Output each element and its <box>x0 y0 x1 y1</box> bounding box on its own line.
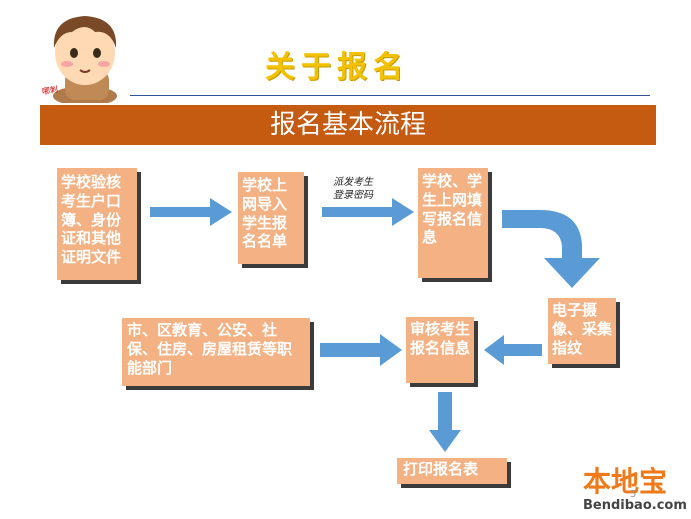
step-school-import: 学校上网导入学生报名名单 <box>238 172 304 264</box>
arrow-left-1 <box>484 335 542 365</box>
step-online-fill: 学校、学生上网填写报名信息 <box>418 168 488 278</box>
step-print-form: 打印报名表 <box>397 458 507 484</box>
page-heading: 关于报名 <box>265 50 409 85</box>
arrow-right-3 <box>320 334 402 366</box>
step-photo-fingerprint: 电子摄像、采集指纹 <box>548 298 616 364</box>
step-departments: 市、区教育、公安、社保、住房、房屋租赁等职能部门 <box>122 318 310 386</box>
bendibao-logo: 本地宝 <box>583 465 668 498</box>
cartoon-avatar-icon <box>53 16 117 103</box>
arrow-right-1 <box>150 198 232 226</box>
arrow-note-line2: 登录密码 <box>333 190 373 201</box>
arrow-curve-down <box>502 210 600 288</box>
arrow-down-1 <box>429 392 461 452</box>
page-number: 5 <box>630 489 637 500</box>
banner-title: 报名基本流程 <box>40 105 656 145</box>
heading-rule <box>130 95 650 96</box>
arrow-note-line1: 派发考生 <box>333 177 373 188</box>
arrow-note: 派发考生 登录密码 <box>333 176 373 202</box>
arrow-right-2 <box>322 198 414 226</box>
step-verify-documents: 学校验核考生户口簿、身份证和其他证明文件 <box>57 168 137 280</box>
step-review-info: 审核考生报名信息 <box>406 317 474 383</box>
bendibao-url: Bendibao.com <box>583 498 687 513</box>
